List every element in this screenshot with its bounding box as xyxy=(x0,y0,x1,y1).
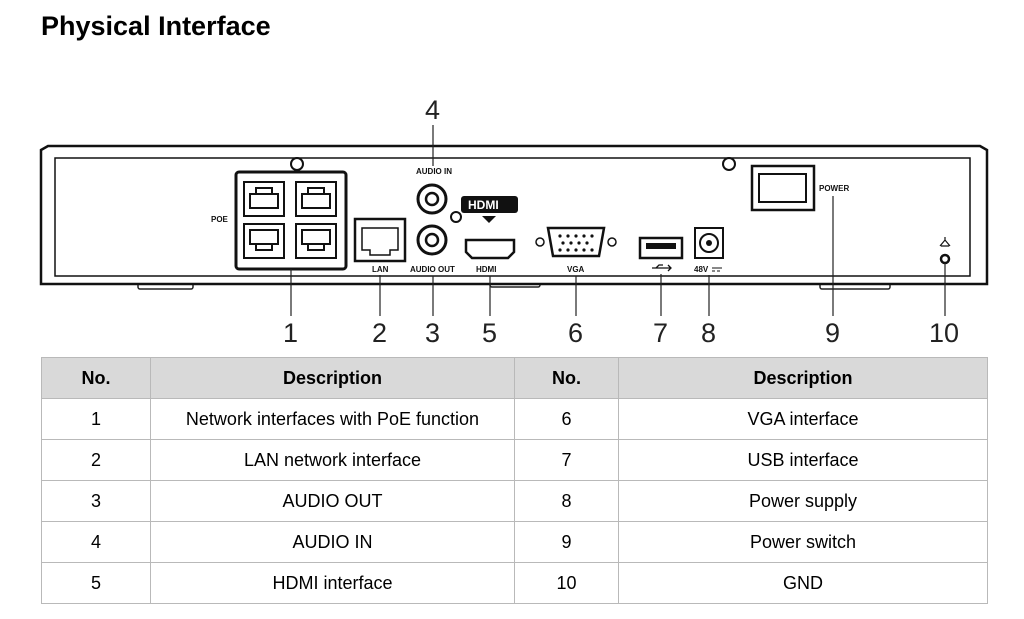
vga-screw-right-icon xyxy=(607,237,617,247)
power-switch-label: POWER xyxy=(819,184,849,193)
header-description-left: Description xyxy=(150,357,515,399)
cell-no-left: 4 xyxy=(41,521,151,563)
callout-6: 6 xyxy=(568,318,583,348)
cell-description-left: HDMI interface xyxy=(150,562,515,604)
hdmi-port xyxy=(464,238,516,260)
ground-symbol-icon xyxy=(939,237,951,247)
audio-in-label: AUDIO IN xyxy=(416,167,452,176)
cell-no-right: 8 xyxy=(514,480,619,522)
hdmi-port-label: HDMI xyxy=(476,265,496,274)
poe-label: POE xyxy=(211,215,229,224)
device-chassis-inner xyxy=(54,157,971,277)
vga-port xyxy=(546,226,606,258)
cell-description-right: Power supply xyxy=(618,480,988,522)
callout-9: 9 xyxy=(825,318,840,348)
rear-panel-diagram: POE LAN AUDIO IN AUDIO OUT HDMI HDMI VGA xyxy=(39,95,989,348)
cell-no-left: 1 xyxy=(41,398,151,440)
vga-screw-left-icon xyxy=(535,237,545,247)
callout-4: 4 xyxy=(425,95,440,125)
audio-out-label: AUDIO OUT xyxy=(410,265,455,274)
cell-no-right: 10 xyxy=(514,562,619,604)
table-row: 2 LAN network interface 7 USB interface xyxy=(41,439,988,481)
cell-no-left: 2 xyxy=(41,439,151,481)
table-row: 5 HDMI interface 10 GND xyxy=(41,562,988,604)
cell-description-left: Network interfaces with PoE function xyxy=(150,398,515,440)
callout-2: 2 xyxy=(372,318,387,348)
header-no-right: No. xyxy=(514,357,619,399)
callout-7: 7 xyxy=(653,318,668,348)
ground-terminal xyxy=(939,253,951,265)
header-no-left: No. xyxy=(41,357,151,399)
callout-1: 1 xyxy=(283,318,298,348)
cell-description-right: VGA interface xyxy=(618,398,988,440)
cell-description-left: AUDIO IN xyxy=(150,521,515,563)
table-row: 4 AUDIO IN 9 Power switch xyxy=(41,521,988,563)
callout-5: 5 xyxy=(482,318,497,348)
lan-label: LAN xyxy=(372,265,389,274)
callout-leader-lines xyxy=(290,125,946,316)
poe-ports xyxy=(243,181,337,259)
indicator-hole-icon xyxy=(450,211,462,223)
callout-3: 3 xyxy=(425,318,440,348)
header-description-right: Description xyxy=(618,357,988,399)
callout-10: 10 xyxy=(929,318,959,348)
cell-description-left: AUDIO OUT xyxy=(150,480,515,522)
device-chassis xyxy=(39,144,989,286)
dc-symbol-icon xyxy=(712,267,722,272)
interface-table: No. Description No. Description 1 Networ… xyxy=(41,357,988,604)
hdmi-arrow-icon xyxy=(482,216,496,223)
hdmi-logo: HDMI xyxy=(468,198,499,212)
cell-description-right: Power switch xyxy=(618,521,988,563)
cell-no-left: 5 xyxy=(41,562,151,604)
cell-description-left: LAN network interface xyxy=(150,439,515,481)
table-row: 3 AUDIO OUT 8 Power supply xyxy=(41,480,988,522)
hdmi-logo-badge xyxy=(461,196,518,213)
callout-8: 8 xyxy=(701,318,716,348)
power-input-label: 48V xyxy=(694,265,709,274)
cell-no-left: 3 xyxy=(41,480,151,522)
table-row: 1 Network interfaces with PoE function 6… xyxy=(41,398,988,440)
usb-icon xyxy=(652,264,672,272)
cell-description-right: GND xyxy=(618,562,988,604)
table-header-row: No. Description No. Description xyxy=(41,357,988,399)
cell-no-right: 7 xyxy=(514,439,619,481)
screw-hole-icon xyxy=(722,157,736,171)
cell-no-right: 6 xyxy=(514,398,619,440)
page-title: Physical Interface xyxy=(41,11,271,41)
vga-label: VGA xyxy=(567,265,585,274)
cell-no-right: 9 xyxy=(514,521,619,563)
screw-hole-icon xyxy=(290,157,304,171)
cell-description-right: USB interface xyxy=(618,439,988,481)
